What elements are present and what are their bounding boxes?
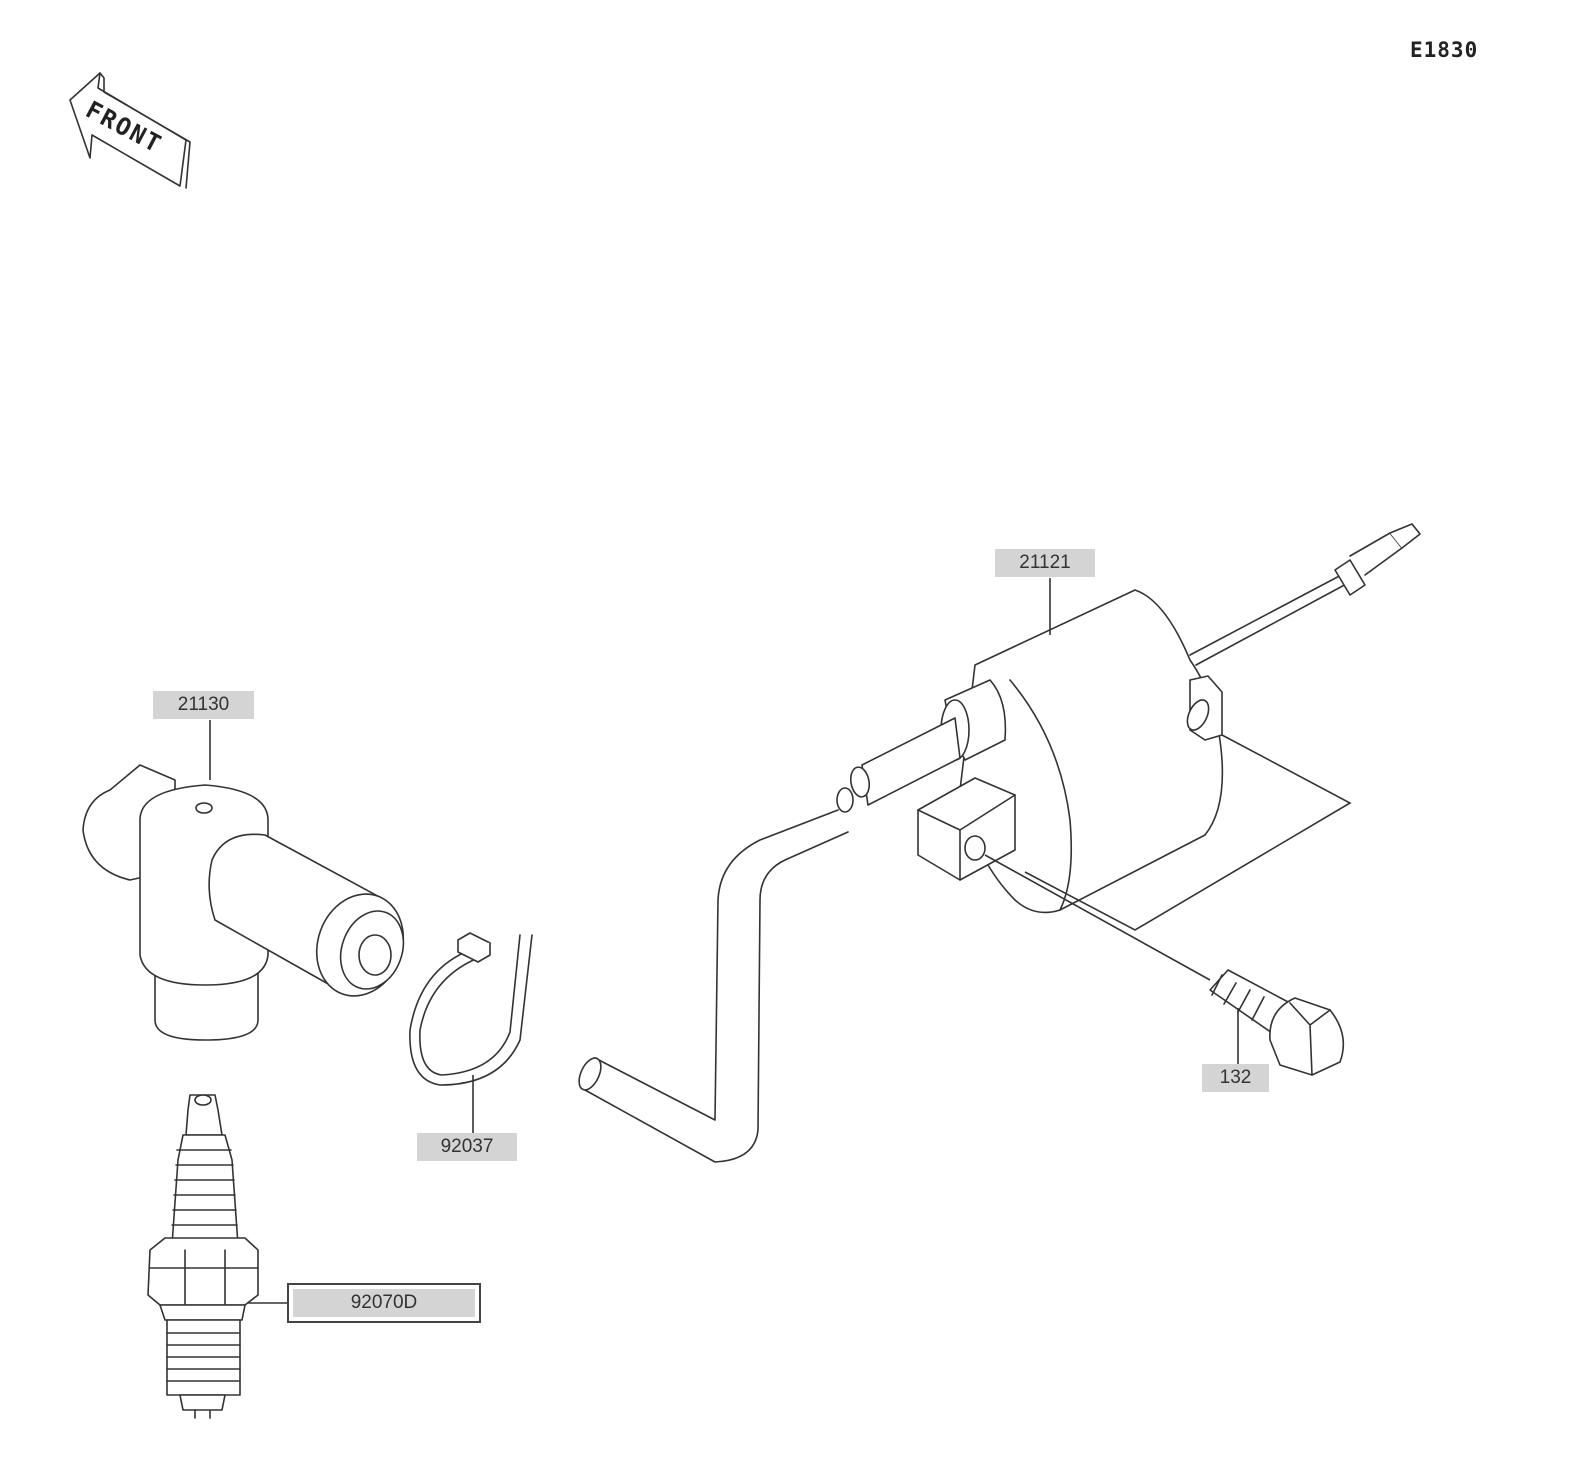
flange-bolt-drawing [1209, 969, 1345, 1076]
part-label-132[interactable]: 132 [1202, 1064, 1269, 1092]
part-label-21130[interactable]: 21130 [153, 691, 254, 719]
diagram-code: E1830 [1410, 38, 1479, 62]
spark-plug-cap-drawing [82, 764, 405, 1041]
ignition-coil-drawing [578, 523, 1421, 1163]
spark-plug-drawing [147, 1094, 259, 1419]
part-label-92070D[interactable]: 92070D [287, 1283, 481, 1323]
clamp-drawing [409, 932, 533, 1086]
front-arrow-icon: FRONT [69, 72, 191, 189]
part-label-21121[interactable]: 21121 [995, 549, 1095, 577]
part-label-92037[interactable]: 92037 [417, 1133, 517, 1161]
